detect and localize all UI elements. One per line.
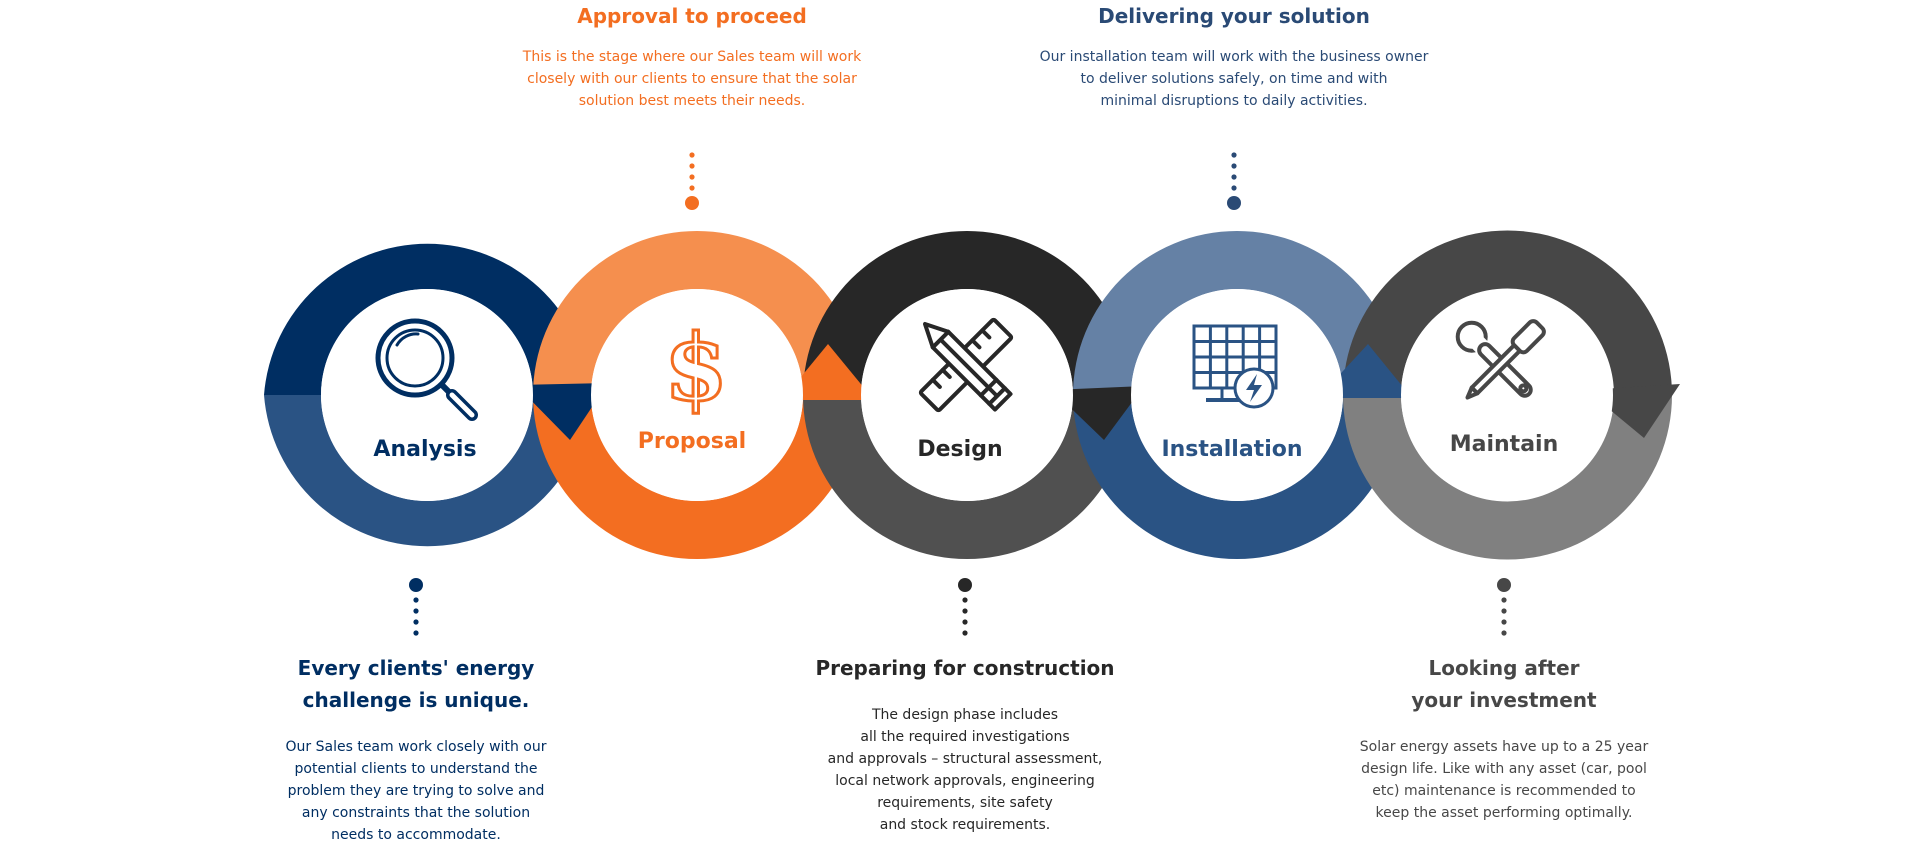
delivering-connector — [1227, 152, 1241, 210]
analysis-arrow — [516, 383, 608, 440]
stage-label-maintain: Maintain — [1449, 432, 1559, 457]
analysis-ring-upper — [264, 243, 591, 395]
approval-body: This is the stage where our Sales team w… — [522, 49, 862, 109]
approval-callout: Approval to proceed This is the stage wh… — [497, 0, 887, 112]
investment-callout: Looking after your investment Solar ener… — [1329, 652, 1679, 824]
investment-body: Solar energy assets have up to a 25 year… — [1359, 739, 1649, 821]
proposal-ring-upper — [533, 231, 861, 395]
stage-label-analysis: Analysis — [373, 437, 477, 462]
challenge-title: Every clients' energy challenge is uniqu… — [297, 656, 535, 712]
stage-label-installation: Installation — [1161, 437, 1303, 462]
magnifier-icon — [375, 318, 478, 421]
delivering-title: Delivering your solution — [1098, 4, 1370, 28]
challenge-callout: Every clients' energy challenge is uniqu… — [246, 652, 586, 846]
svg-text:$: $ — [664, 314, 728, 422]
proposal-arrow — [782, 344, 874, 400]
construction-title: Preparing for construction — [815, 656, 1115, 680]
delivering-callout: Delivering your solution Our installatio… — [1009, 0, 1459, 112]
pencil-ruler-icon — [918, 317, 1014, 413]
construction-callout: Preparing for construction The design ph… — [780, 652, 1150, 836]
solar-panel-icon — [1192, 324, 1278, 409]
installation-ring-lower — [1073, 395, 1401, 559]
maintain-center — [1401, 289, 1613, 501]
stage-label-design: Design — [917, 437, 1003, 462]
design-center — [861, 289, 1073, 501]
construction-connector — [958, 578, 972, 636]
installation-ring-upper — [1073, 231, 1401, 395]
investment-connector — [1497, 578, 1511, 636]
construction-body: The design phase includes all the requir… — [827, 707, 1103, 833]
stage-label-proposal: Proposal — [637, 429, 747, 454]
maintain-ring-lower — [1343, 395, 1672, 560]
challenge-connector — [409, 578, 423, 636]
investment-title: Looking after your investment — [1411, 656, 1597, 712]
maintain-ring-upper — [1343, 230, 1672, 395]
approval-connector — [685, 152, 699, 210]
proposal-ring-lower — [533, 395, 861, 559]
dollar-icon: $ — [662, 313, 729, 424]
wrench-screwdriver-icon — [1455, 319, 1546, 400]
approval-title: Approval to proceed — [577, 4, 807, 28]
proposal-center — [591, 289, 803, 501]
challenge-body: Our Sales team work closely with our pot… — [285, 739, 547, 843]
design-ring-upper — [803, 231, 1131, 395]
delivering-body: Our installation team will work with the… — [1039, 49, 1429, 109]
design-ring-lower — [803, 395, 1131, 559]
design-arrow — [1052, 386, 1144, 440]
analysis-ring-lower — [264, 395, 591, 547]
